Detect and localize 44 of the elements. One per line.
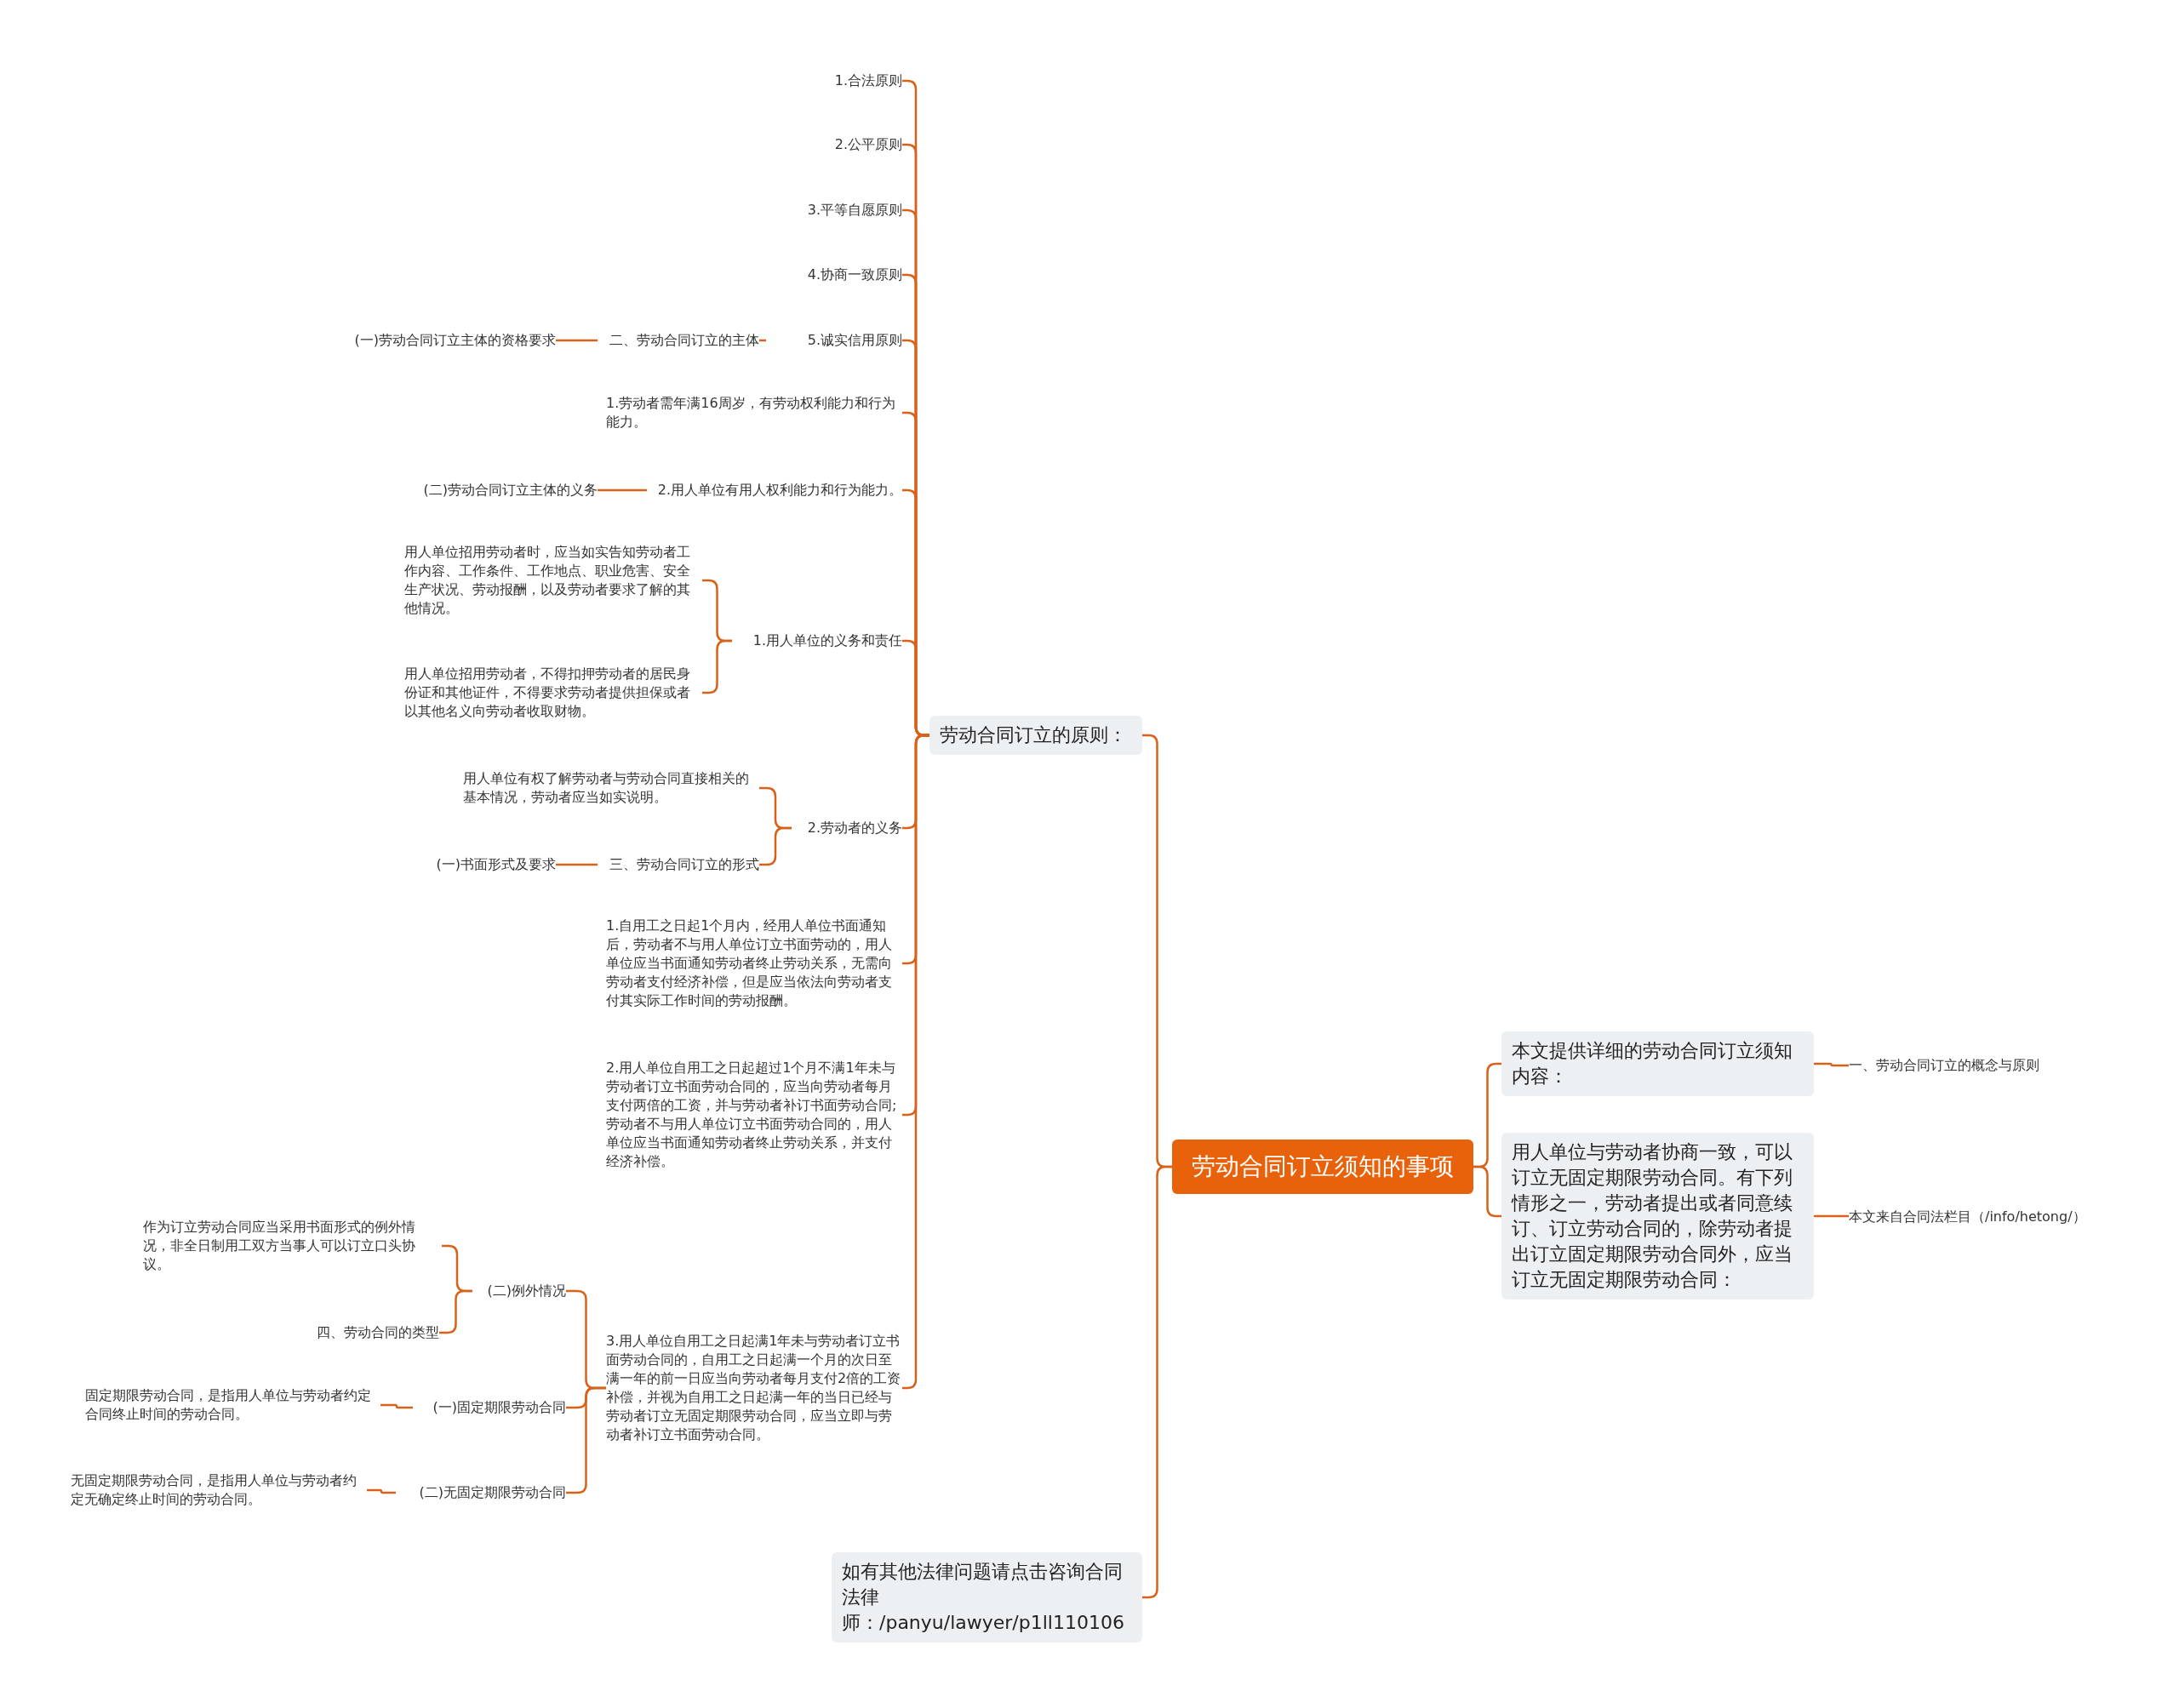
connector-line — [367, 1488, 396, 1494]
connector-line — [556, 339, 598, 342]
connector-line — [759, 826, 792, 866]
topic-text: 2.用人单位自用工之日起超过1个月不满1年未与劳动者订立书面劳动合同的，应当向劳动者每月支付两倍的工资，并与劳动者补订书面劳动合同;劳动者不与用人单位订立书面劳动合同的，用人单位应当书面通知劳动者终止劳动关系，并支付经济补偿。 — [606, 1059, 902, 1171]
topic-label: (一)劳动合同订立主体的资格要求 — [343, 331, 556, 350]
connector-line — [556, 863, 598, 866]
connector-line — [380, 1403, 413, 1409]
topic-box: 本文提供详细的劳动合同订立须知内容： — [1501, 1031, 1814, 1096]
topic-label: 1.用人单位的义务和责任 — [732, 631, 902, 650]
topic-label: (二)无固定期限劳动合同 — [396, 1483, 566, 1502]
topic-label: (一)固定期限劳动合同 — [413, 1398, 566, 1417]
topic-label: 二、劳动合同订立的主体 — [598, 331, 759, 350]
topic-label: (一)书面形式及要求 — [415, 855, 556, 874]
topic-text: 本文来自合同法栏目（/info/hetong/） — [1849, 1208, 2121, 1226]
topic-label: 2.公平原则 — [766, 135, 902, 154]
topic-text: 一、劳动合同订立的概念与原则 — [1849, 1056, 2070, 1075]
central-topic: 劳动合同订立须知的事项 — [1172, 1140, 1473, 1194]
topic-label: 3.平等自愿原则 — [766, 201, 902, 220]
topic-text: 无固定期限劳动合同，是指用人单位与劳动者约定无确定终止时间的劳动合同。 — [71, 1471, 367, 1509]
topic-text: 1.自用工之日起1个月内，经用人单位书面通知后，劳动者不与用人单位订立书面劳动的，用人单位应当书面通知劳动者终止劳动关系，无需向劳动者支付经济补偿，但是应当依法向劳动者支付其实际工作时间的劳动报酬。 — [606, 917, 902, 1010]
connector-line — [1814, 1214, 1849, 1218]
topic-text: 3.用人单位自用工之日起满1年未与劳动者订立书面劳动合同的，自用工之日起满一个月的次日至满一年的前一日应当向劳动者每月支付2倍的工资补偿，并视为自用工之日起满一年的当日已经与劳动者订立无固定期限劳动合同，应当立即与劳动者补订立书面劳动合同。 — [606, 1332, 902, 1444]
topic-label: 2.劳动者的义务 — [792, 819, 902, 837]
topic-text: 用人单位招用劳动者，不得扣押劳动者的居民身份证和其他证件，不得要求劳动者提供担保或者以其他名义向劳动者收取财物。 — [404, 665, 702, 721]
connector-line — [759, 339, 766, 342]
topic-label: 5.诚实信用原则 — [766, 331, 902, 350]
topic-text: 用人单位招用劳动者时，应当如实告知劳动者工作内容、工作条件、工作地点、职业危害、安全生产状况、劳动报酬，以及劳动者要求了解的其他情况。 — [404, 543, 702, 618]
topic-text: 用人单位有权了解劳动者与劳动合同直接相关的基本情况，劳动者应当如实说明。 — [463, 769, 759, 807]
connector-line — [1814, 1062, 1849, 1067]
topic-box: 劳动合同订立的原则： — [929, 716, 1142, 755]
topic-label: 2.用人单位有用人权利能力和行为能力。 — [647, 481, 902, 500]
topic-label: 4.协商一致原则 — [766, 266, 902, 284]
topic-label: 1.合法原则 — [766, 71, 902, 90]
topic-text: 作为订立劳动合同应当采用书面形式的例外情况，非全日制用工双方当事人可以订立口头协议。 — [143, 1218, 442, 1274]
connector-line — [439, 1289, 472, 1334]
topic-label: (二)劳动合同订立主体的义务 — [402, 481, 598, 500]
topic-box: 用人单位与劳动者协商一致，可以订立无固定期限劳动合同。有下列情形之一，劳动者提出或者同意续订、订立劳动合同的，除劳动者提出订立固定期限劳动合同外，应当订立无固定期限劳动合同： — [1501, 1133, 1814, 1300]
topic-label: (二)例外情况 — [472, 1282, 566, 1300]
topic-text: 1.劳动者需年满16周岁，有劳动权利能力和行为能力。 — [606, 394, 902, 431]
topic-label: 四、劳动合同的类型 — [281, 1323, 439, 1342]
connector-line — [598, 488, 647, 492]
topic-box: 如有其他法律问题请点击咨询合同法律师：/panyu/lawyer/p1ll110106 — [832, 1552, 1142, 1642]
topic-label: 三、劳动合同订立的形式 — [598, 855, 759, 874]
topic-text: 固定期限劳动合同，是指用人单位与劳动者约定合同终止时间的劳动合同。 — [85, 1386, 380, 1424]
